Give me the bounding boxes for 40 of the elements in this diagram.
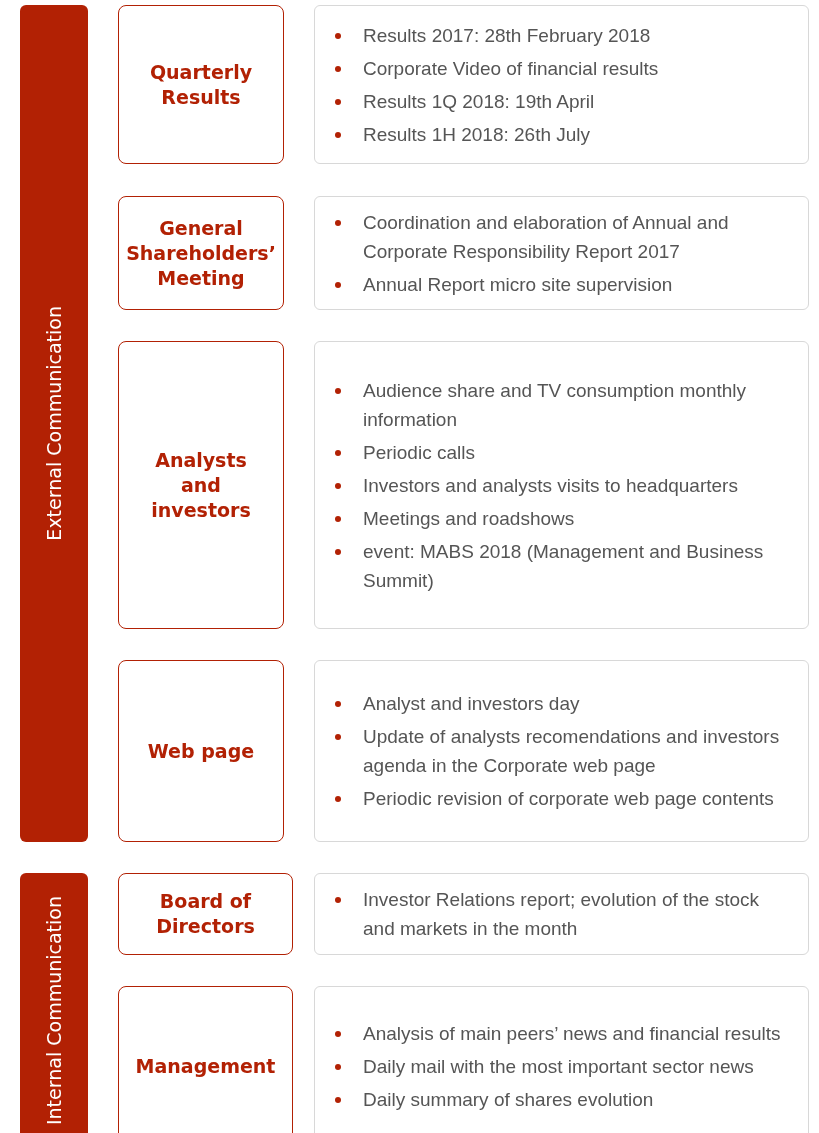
detail-box: [314, 341, 809, 629]
bullet-item: Results 1Q 2018: 19th April: [335, 86, 659, 116]
category-box: [118, 5, 284, 164]
category-title: General Shareholders’ Meeting: [125, 215, 277, 291]
bullet-item: Audience share and TV consumption monthly information: [335, 375, 796, 434]
category-box: [118, 196, 284, 310]
bullet-item: Analysis of main peers’ news and financial results: [335, 1018, 781, 1048]
bullet-item: Update of analysts recomendations and investors agenda in the Corporate web page: [335, 722, 796, 780]
detail-box: [314, 660, 809, 842]
bullet-item: Results 1H 2018: 26th July: [335, 119, 659, 149]
bullet-item: Investors and analysts visits to headquarters: [335, 470, 796, 500]
section-title: Internal Communication: [43, 896, 65, 1125]
category-title: Analysts and investors: [150, 447, 252, 523]
bullet-item: Coordination and elaboration of Annual and Corporate Responsibility Report 2017: [335, 207, 796, 266]
section-title: External Communication: [43, 306, 65, 541]
detail-box: [314, 986, 809, 1133]
section-band: [20, 873, 88, 1133]
bullet-item: Analyst and investors day: [335, 689, 796, 718]
bullet-item: Daily summary of shares evolution: [335, 1084, 781, 1114]
category-box: [118, 873, 293, 955]
category-title: Management: [134, 1053, 277, 1079]
bullet-item: event: MABS 2018 (Management and Business Summit): [335, 536, 796, 595]
detail-box: [314, 873, 809, 955]
bullet-item: Periodic revision of corporate web page contents: [335, 784, 796, 813]
detail-box: [314, 5, 809, 164]
bullet-item: Results 2017: 28th February 2018: [335, 20, 659, 50]
bullet-item: Annual Report micro site supervision: [335, 269, 796, 299]
bullet-item: Investor Relations report; evolution of the stock and markets in the month: [335, 885, 796, 943]
bullet-item: Corporate Video of financial results: [335, 53, 659, 83]
section-band: [20, 5, 88, 842]
category-title: Quarterly Results: [148, 59, 254, 110]
detail-box: [314, 196, 809, 310]
category-box: [118, 986, 293, 1133]
bullet-item: Daily mail with the most important sector news: [335, 1051, 781, 1081]
bullet-item: Meetings and roadshows: [335, 503, 796, 533]
category-title: Board of Directors: [155, 889, 256, 939]
bullet-item: Periodic calls: [335, 437, 796, 467]
category-box: [118, 341, 284, 629]
category-title: Web page: [146, 738, 256, 764]
category-box: [118, 660, 284, 842]
